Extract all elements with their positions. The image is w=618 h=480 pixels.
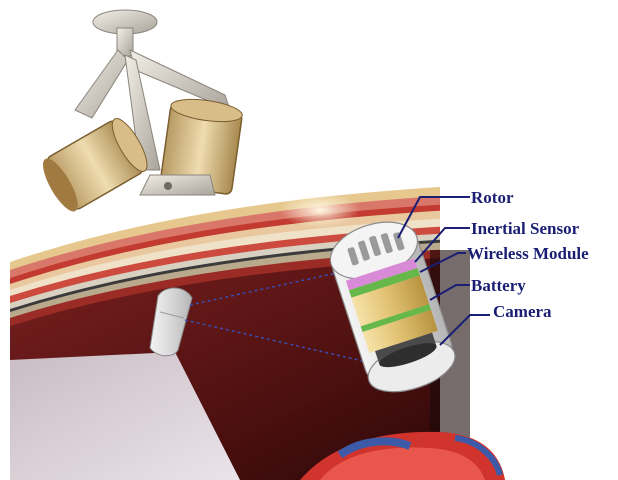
label-camera: Camera: [493, 302, 552, 321]
label-battery: Battery: [471, 276, 526, 295]
label-rotor: Rotor: [471, 188, 514, 207]
label-wireless-module: Wireless Module: [467, 244, 589, 263]
electromagnetic-coil-icon: [37, 10, 244, 216]
label-inertial-sensor: Inertial Sensor: [471, 219, 580, 238]
